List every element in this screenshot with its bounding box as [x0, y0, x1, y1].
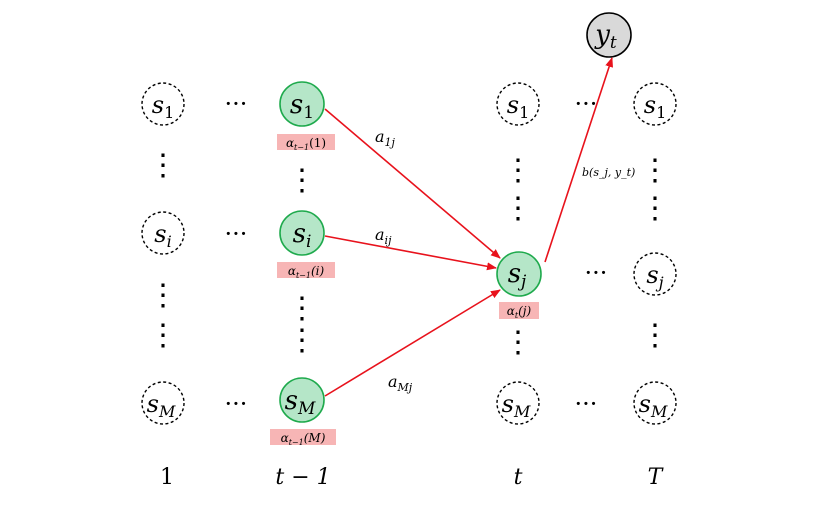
vdots: ⋮: [640, 318, 670, 353]
node-sM-col1: [141, 381, 185, 425]
hdots: ···: [585, 259, 608, 287]
arrow-emission: [544, 57, 613, 263]
node-si-prev: [279, 210, 325, 256]
vdots: ⋮: [287, 323, 317, 358]
column-t-minus-1: s1 αt−1(1) si αt−1(i) sM αt−1(M) ⋮ ⋮ ⋮: [270, 81, 336, 447]
alpha-t-minus-1-M: αt−1(M): [281, 431, 326, 447]
node-sM-cur: [496, 381, 540, 425]
vdots: ⋮: [148, 278, 178, 313]
node-s1-cur: [496, 82, 540, 126]
alpha-highlight: [270, 429, 336, 445]
vdots: ⋮: [503, 191, 533, 226]
hdots: ···: [225, 220, 248, 248]
time-label-t-minus-1: t − 1: [275, 465, 330, 490]
edge-label-aMj: aMj: [388, 372, 413, 394]
edge-label-a1j: a1j: [375, 127, 396, 149]
vdots: ⋮: [287, 163, 317, 198]
arrow-aMj: [324, 289, 501, 397]
time-label-T: T: [648, 465, 665, 490]
alpha-t-minus-1-i: αt−1(i): [288, 264, 325, 280]
node-label: s1: [290, 90, 314, 123]
hdots: ···: [575, 90, 598, 118]
vdots: ⋮: [148, 318, 178, 353]
node-sM-last: [633, 381, 677, 425]
node-label: sj: [646, 261, 663, 292]
node-label: si: [154, 220, 171, 251]
hdots: ···: [575, 390, 598, 418]
node-si-col1: [141, 211, 185, 255]
node-s1-last: [633, 82, 677, 126]
node-label: s1: [152, 91, 175, 122]
observation-node: [586, 12, 632, 58]
node-sj-last: [633, 252, 677, 296]
node-sM-prev: [279, 377, 325, 423]
vdots: ⋮: [640, 191, 670, 226]
node-label: sM: [639, 390, 668, 421]
vdots: ⋮: [148, 148, 178, 183]
arrow-a1j: [324, 108, 501, 259]
node-label: si: [293, 219, 312, 252]
node-label: s1: [507, 91, 530, 122]
alpha-t-j: αt(j): [507, 304, 532, 320]
vdots: ⋮: [287, 291, 317, 326]
node-s1-col1: [141, 82, 185, 126]
alpha-t-minus-1-1: αt−1(1): [286, 136, 326, 152]
column-t: s1 ⋮ ⋮ sj αt(j) ⋮ sM: [496, 82, 542, 425]
vdots: ⋮: [503, 153, 533, 188]
alpha-highlight: [277, 134, 335, 150]
node-sj-cur: [496, 251, 542, 297]
node-s1-prev: [279, 81, 325, 127]
node-label: s1: [644, 91, 667, 122]
edge-label-emission: b(s_j, y_t): [582, 166, 635, 179]
alpha-highlight: [499, 302, 539, 319]
vdots: ⋮: [640, 153, 670, 188]
node-label: sM: [502, 390, 531, 421]
time-label-t: t: [514, 465, 523, 490]
time-label-1: 1: [160, 465, 174, 490]
edge-label-aij: aij: [375, 225, 392, 247]
alpha-highlight: [277, 262, 335, 278]
node-label: sM: [147, 390, 176, 421]
observation-label: yt: [594, 20, 617, 53]
column-1: s1 si sM ⋮ ⋮ ⋮: [141, 82, 185, 425]
column-T: s1 ⋮ ⋮ sj ⋮ sM: [633, 82, 677, 425]
hdots: ···: [225, 390, 248, 418]
hdots: ···: [225, 90, 248, 118]
node-label: sM: [285, 386, 316, 419]
node-label: sj: [508, 259, 527, 292]
arrow-aij: [324, 235, 497, 271]
vdots: ⋮: [503, 325, 533, 360]
